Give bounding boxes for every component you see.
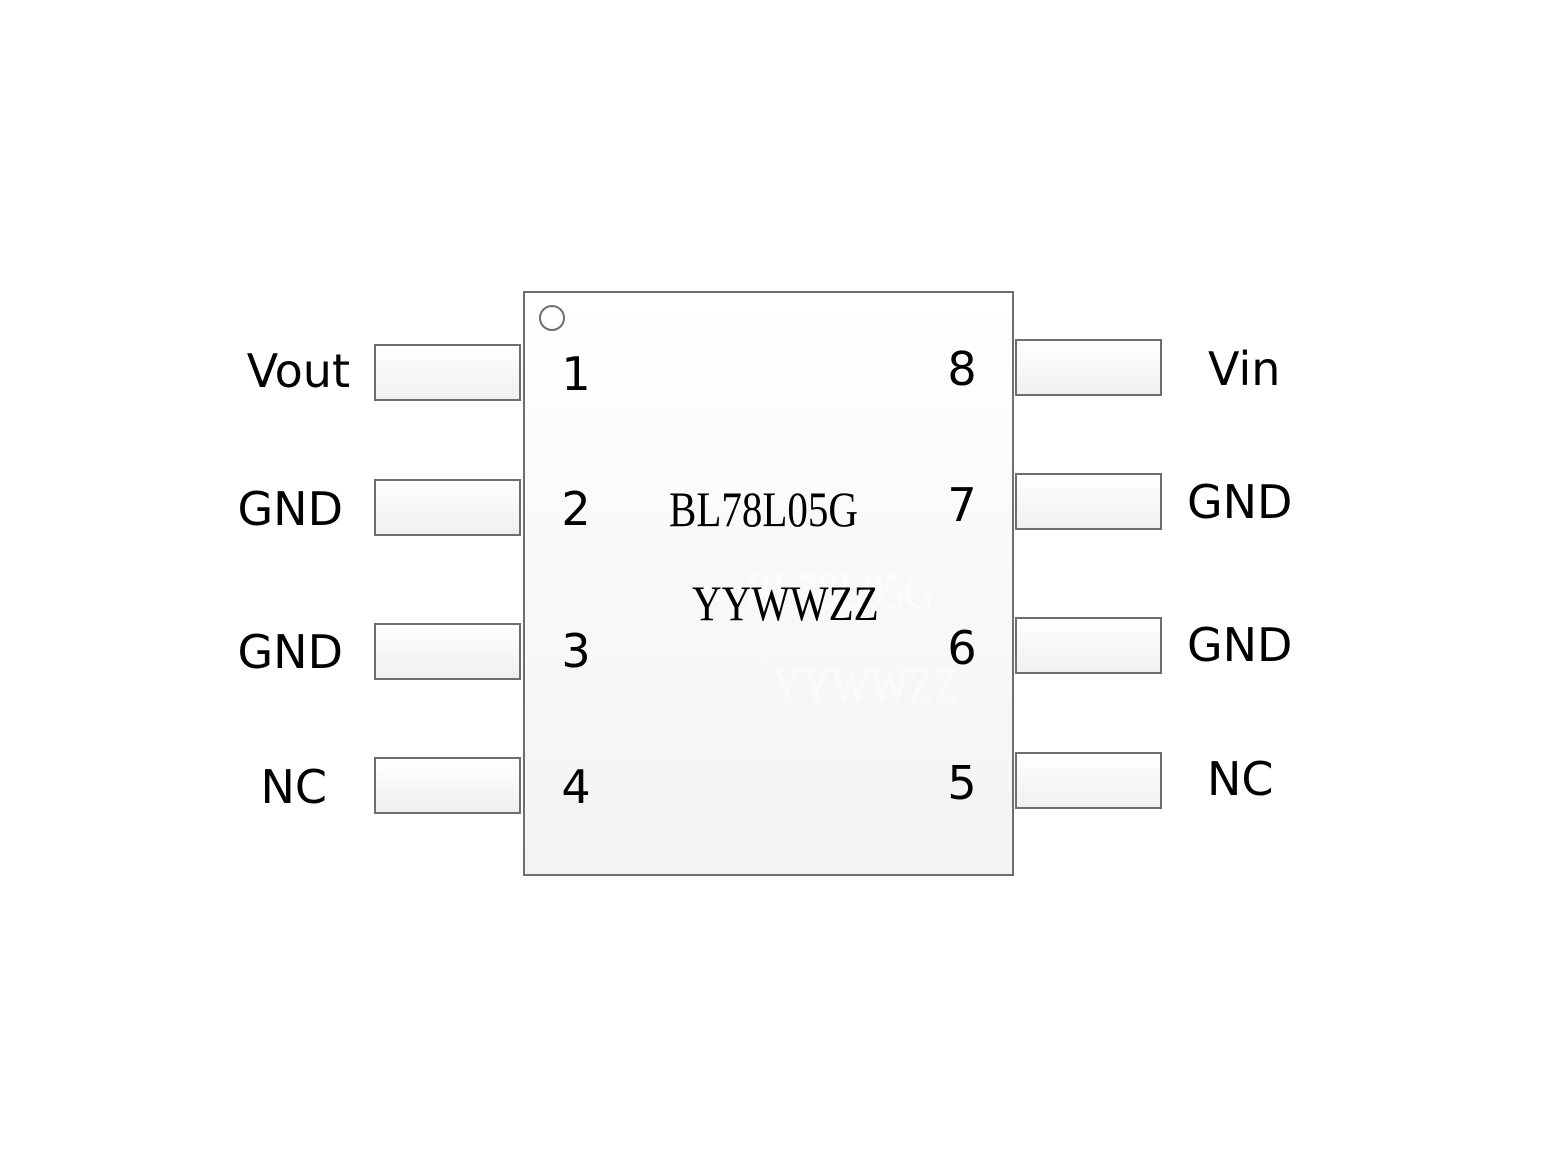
pin-2-label: GND (237, 482, 343, 536)
pin-8-number: 8 (947, 342, 977, 396)
pin-1-indicator-icon (539, 305, 565, 331)
pin-3-label: GND (237, 625, 343, 679)
pin-3-number: 3 (561, 624, 591, 678)
chip-marking-line2: YYWWZZ (692, 575, 879, 631)
pin-4-label: NC (260, 760, 327, 814)
pin-2-number: 2 (561, 482, 591, 536)
pin-3-lead (374, 623, 521, 680)
pin-1-number: 1 (561, 347, 591, 401)
pin-7-number: 7 (947, 478, 977, 532)
pin-1-label: Vout (246, 344, 350, 398)
pin-5-number: 5 (947, 756, 977, 810)
chip-marking-ghost-line2: YYWWZZ (772, 657, 959, 713)
pin-8-lead (1015, 339, 1162, 396)
pin-4-lead (374, 757, 521, 814)
pin-8-label: Vin (1208, 342, 1281, 396)
pin-4-number: 4 (561, 760, 591, 814)
pin-7-lead (1015, 473, 1162, 530)
pin-6-number: 6 (947, 621, 977, 675)
pin-2-lead (374, 479, 521, 536)
pin-5-label: NC (1207, 752, 1274, 806)
chip-body (523, 291, 1014, 876)
pin-5-lead (1015, 752, 1162, 809)
pin-7-label: GND (1187, 475, 1293, 529)
pin-6-label: GND (1187, 618, 1293, 672)
chip-marking-ghost-line1: BL78L05G (745, 562, 935, 618)
chip-marking-line1: BL78L05G (669, 481, 859, 537)
pin-6-lead (1015, 617, 1162, 674)
pin-1-lead (374, 344, 521, 401)
